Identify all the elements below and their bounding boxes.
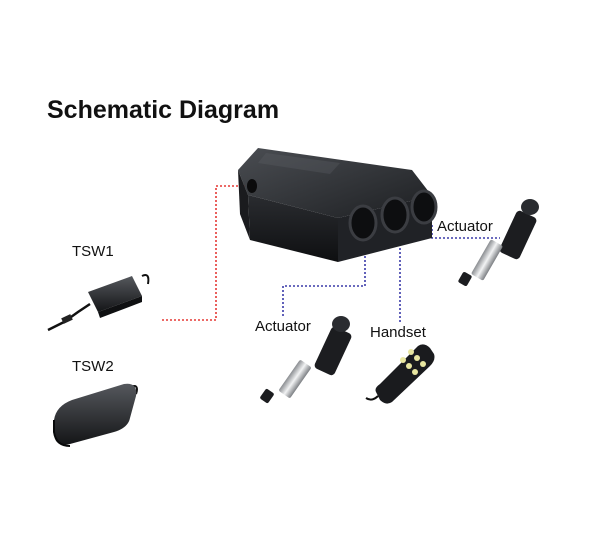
box-port-1 [348, 204, 378, 242]
actuator-right-label: Actuator [437, 218, 493, 235]
handset-button [400, 357, 406, 363]
connection-box-to-actuator-right [431, 225, 500, 239]
actuator-left [260, 316, 352, 403]
box-port-2 [380, 196, 410, 234]
handset-button [420, 361, 426, 367]
tsw2-label: TSW2 [72, 358, 114, 375]
control-box [238, 148, 438, 262]
handset-button [414, 355, 420, 361]
actuator-right [458, 199, 539, 286]
connection-tsw1-to-box [162, 185, 246, 321]
box-power-port [247, 179, 257, 193]
box-port-3 [410, 189, 438, 225]
handset-button [408, 349, 414, 355]
handset [365, 344, 435, 404]
handset-button [412, 369, 418, 375]
handset-button [406, 363, 412, 369]
handset-label: Handset [370, 324, 426, 341]
tsw1-power-supply [47, 274, 150, 332]
diagram-title: Schematic Diagram [47, 96, 280, 124]
actuator-left-label: Actuator [255, 318, 311, 335]
tsw2-power-supply [53, 383, 138, 447]
tsw1-label: TSW1 [72, 243, 114, 260]
